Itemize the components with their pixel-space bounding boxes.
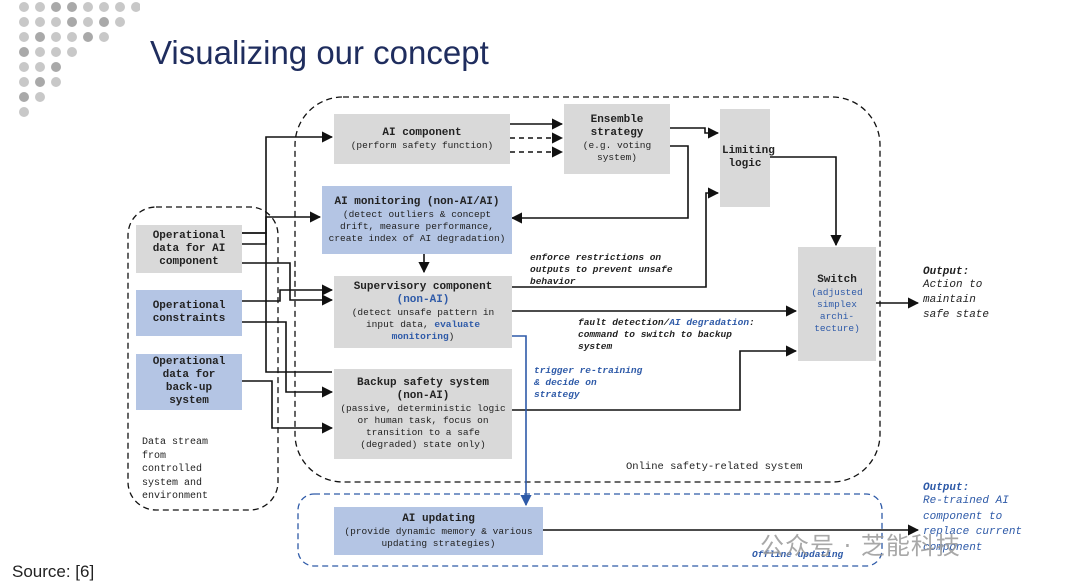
ai-monitoring-box: AI monitoring (non-AI/AI) (detect outlie…: [322, 186, 512, 254]
main-output-title: Output:: [923, 266, 970, 278]
trigger-retraining-label: trigger re-training & decide on strategy: [534, 365, 643, 400]
main-output: Output: Action to maintain safe state: [923, 266, 1003, 323]
arrow-constraints-to-backup: [242, 321, 334, 398]
fault-detection-text: fault detection/: [578, 317, 670, 328]
operational-constraints-title: Operational constraints: [152, 300, 226, 325]
arrow-ensemble-to-limiting: [670, 127, 720, 139]
switch-desc: (adjusted simplex archi-tecture): [811, 286, 863, 334]
backup-desc: (passive, deterministic logic or human t…: [340, 403, 506, 450]
retrained-output-title: Output:: [923, 482, 970, 494]
ai-component-title: AI component: [382, 126, 462, 139]
command-switch-text: : command to switch to backup system: [578, 317, 755, 352]
data-stream-label: Data stream from controlled system and e…: [142, 437, 209, 502]
backup-title-nonai: (non-AI): [396, 390, 450, 402]
supervisory-desc: (detect unsafe pattern in input data, ev…: [338, 307, 508, 343]
operational-constraints-box: Operational constraints: [136, 290, 242, 336]
slide-title: Visualizing our concept: [150, 34, 489, 71]
operational-data-ai-box: Operational data for AI component: [136, 225, 242, 273]
offline-updating-region: [297, 493, 883, 567]
ensemble-strategy-desc: (e.g. voting system): [582, 140, 652, 163]
ai-updating-title: AI updating: [402, 512, 475, 525]
supervisory-desc-blue: evaluate monitoring: [391, 319, 481, 342]
backup-title: Backup safety system: [356, 377, 490, 389]
ai-monitoring-desc: (detect outliers & concept drift, measur…: [328, 208, 506, 244]
watermark: 公众号 · 芝能科技: [760, 532, 961, 560]
arrow-opdata-to-ai-component: [242, 131, 334, 234]
fault-detection-label: fault detection/AI degradation: command …: [578, 317, 768, 353]
decorative-dot-pattern: [19, 2, 140, 117]
retrained-output: Output: Re-trained AI component to repla…: [923, 482, 1023, 556]
supervisory-title-nonai: (non-AI): [396, 294, 450, 306]
source-citation: Source: [6]: [12, 562, 95, 581]
ai-monitoring-title: AI monitoring (non-AI/AI): [334, 195, 500, 208]
supervisory-component-box: Supervisory component (non-AI) (detect u…: [334, 276, 512, 348]
online-system-label: Online safety-related system: [626, 461, 803, 473]
ai-component-desc: (perform safety function): [350, 139, 494, 151]
switch-box: Switch (adjusted simplex archi-tecture): [798, 247, 876, 361]
arrow-supervisory-to-updating: [512, 335, 532, 507]
limiting-logic-title: Limiting logic: [722, 145, 775, 170]
data-stream-region: [127, 206, 279, 511]
ai-updating-desc: (provide dynamic memory & various updati…: [344, 525, 533, 549]
ai-component-box: AI component (perform safety function): [334, 114, 510, 164]
retrained-output-text: Re-trained AI component to replace curre…: [923, 495, 1023, 554]
ai-updating-box: AI updating (provide dynamic memory & va…: [334, 507, 543, 555]
arrow-backupdata-to-backup: [242, 380, 334, 434]
offline-updating-label: Offline updating: [752, 549, 844, 560]
arrow-ensemble-feedback-to-monitoring: [510, 145, 689, 224]
arrow-opdata-to-monitoring: [242, 211, 322, 245]
arrow-limiting-to-switch: [770, 156, 842, 247]
main-output-text: Action to maintain safe state: [923, 279, 990, 321]
switch-title: Switch: [817, 273, 857, 286]
arrow-constraints-to-supervisory: [242, 284, 334, 302]
operational-data-ai-title: Operational data for AI component: [152, 229, 226, 268]
supervisory-desc-text: (detect unsafe pattern in input data,: [351, 307, 495, 330]
supervisory-title: Supervisory component: [353, 281, 493, 293]
operational-data-backup-box: Operational data for back-up system: [136, 354, 242, 410]
operational-data-backup-title: Operational data for back-up system: [152, 356, 226, 407]
online-system-region: [294, 96, 881, 483]
arrow-opdata-to-supervisory: [242, 262, 334, 306]
ensemble-strategy-box: Ensemble strategy (e.g. voting system): [564, 104, 670, 174]
arrow-supervisory-to-limiting: [512, 187, 720, 288]
enforce-restrictions-label: enforce restrictions on outputs to preve…: [530, 252, 673, 287]
supervisory-desc-end: ): [448, 331, 455, 342]
arrow-backup-to-switch: [512, 345, 798, 411]
ai-degradation-text: AI degradation: [669, 317, 750, 328]
backup-safety-system-box: Backup safety system (non-AI) (passive, …: [334, 369, 512, 459]
limiting-logic-box: Limiting logic: [720, 109, 775, 207]
ensemble-strategy-title: Ensemble strategy: [590, 114, 644, 139]
arrow-opdata-to-backup: [242, 232, 332, 373]
